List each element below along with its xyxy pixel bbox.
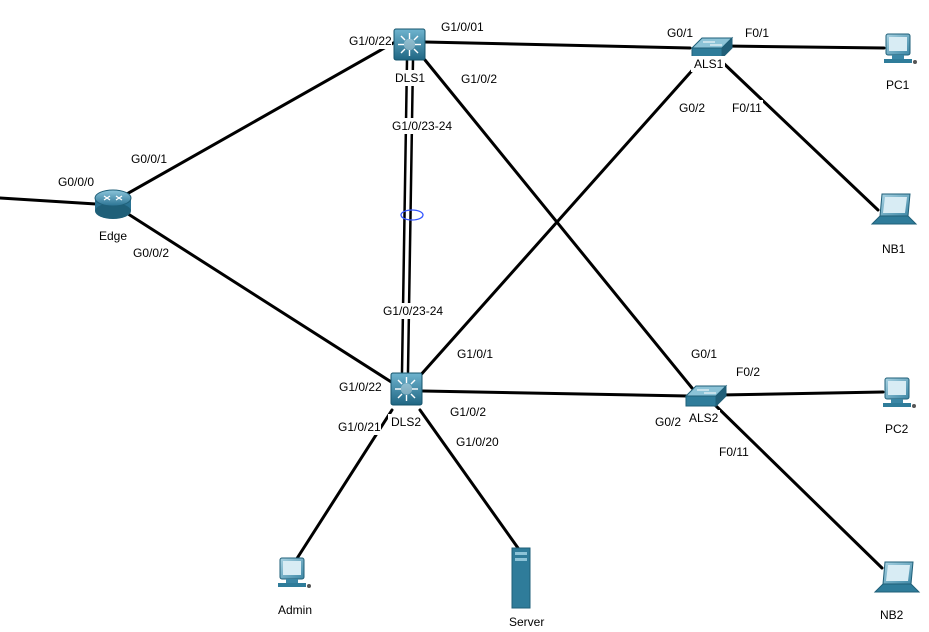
port-label-als2-f0-2: F0/2 <box>736 365 760 379</box>
laptop-nb2[interactable] <box>873 561 921 593</box>
etherchannel-marker <box>400 209 424 221</box>
device-label-nb2: NB2 <box>880 608 904 622</box>
device-label-als1: ALS1 <box>694 57 724 71</box>
multilayer-switch-icon <box>395 377 418 401</box>
port-label-dls2-g1-0-22: G1/0/22 <box>339 380 382 394</box>
port-label-edge-g0-0-0: G0/0/0 <box>58 175 94 189</box>
link-dls2-server[interactable] <box>418 408 520 550</box>
port-label-als1-g0-1: G0/1 <box>667 26 693 40</box>
device-labels: DLS1 DLS2 ALS1 ALS2 Edge PC1 PC2 NB1 NB2… <box>99 56 910 629</box>
switch-arrows-icon <box>697 389 716 394</box>
port-labels: G0/0/0 G0/0/1 G1/0/22 G0/0/2 G1/0/22 G1/… <box>55 19 772 460</box>
link-edge-dls2[interactable] <box>123 210 398 387</box>
link-als1-pc1[interactable] <box>723 44 886 50</box>
port-label-edge-g0-0-1: G0/0/1 <box>131 152 167 166</box>
port-label-dls2-g1-0-20: G1/0/20 <box>456 435 499 449</box>
server-server[interactable] <box>511 547 531 609</box>
device-label-pc2: PC2 <box>885 422 909 436</box>
port-label-dls2-g1-0-23-24: G1/0/23-24 <box>383 304 443 318</box>
device-label-nb1: NB1 <box>882 242 906 256</box>
link-uplink[interactable] <box>0 196 98 206</box>
switch-arrows-icon <box>703 41 722 46</box>
switch-als2[interactable] <box>684 384 728 408</box>
port-label-als1-f0-11: F0/11 <box>732 101 762 115</box>
link-dls1-als2[interactable] <box>423 58 694 390</box>
multilayer-switch-dls2[interactable] <box>390 372 423 406</box>
link-edge-dls1[interactable] <box>123 40 397 197</box>
port-label-als2-f0-11: F0/11 <box>719 445 749 459</box>
port-label-als2-g0-2: G0/2 <box>655 415 681 429</box>
router-edge[interactable] <box>94 189 132 219</box>
multilayer-switch-icon <box>398 33 421 56</box>
device-label-admin: Admin <box>278 603 312 617</box>
link-dls1-als1[interactable] <box>423 40 692 50</box>
device-label-dls1: DLS1 <box>395 71 425 85</box>
laptop-nb1[interactable] <box>870 193 918 225</box>
device-label-als2: ALS2 <box>689 411 719 425</box>
port-label-als1-f0-1: F0/1 <box>745 26 769 40</box>
switch-als1[interactable] <box>690 36 734 60</box>
link-als2-nb2[interactable] <box>712 402 884 570</box>
link-etherchannel[interactable] <box>400 58 415 374</box>
device-label-edge: Edge <box>99 229 127 243</box>
device-label-dls2: DLS2 <box>391 415 421 429</box>
pc-pc1[interactable] <box>884 33 917 64</box>
port-label-dls2-g1-0-1: G1/0/1 <box>457 347 493 361</box>
device-label-server: Server <box>509 615 544 629</box>
port-label-dls2-g1-0-2: G1/0/2 <box>450 405 486 419</box>
port-label-dls2-g1-0-21: G1/0/21 <box>338 420 381 434</box>
link-dls2-als2[interactable] <box>421 389 690 398</box>
port-label-dls1-g1-0-22: G1/0/22 <box>349 34 392 48</box>
port-label-als2-g0-1: G0/1 <box>691 347 717 361</box>
router-arrows-icon <box>103 195 123 201</box>
multilayer-switch-dls1[interactable] <box>393 28 426 61</box>
pc-pc2[interactable] <box>883 377 916 408</box>
port-label-edge-g0-0-2: G0/0/2 <box>133 246 169 260</box>
port-label-als1-g0-2: G0/2 <box>679 101 705 115</box>
port-label-dls1-g1-0-2: G1/0/2 <box>461 72 497 86</box>
link-als2-pc2[interactable] <box>718 390 885 397</box>
pc-admin[interactable] <box>278 557 311 588</box>
link-als1-nb1[interactable] <box>716 56 880 212</box>
link-dls2-als1[interactable] <box>416 54 707 380</box>
port-label-dls1-g1-0-01: G1/0/01 <box>441 20 484 34</box>
port-label-dls1-g1-0-23-24: G1/0/23-24 <box>392 119 452 133</box>
device-label-pc1: PC1 <box>886 78 910 92</box>
